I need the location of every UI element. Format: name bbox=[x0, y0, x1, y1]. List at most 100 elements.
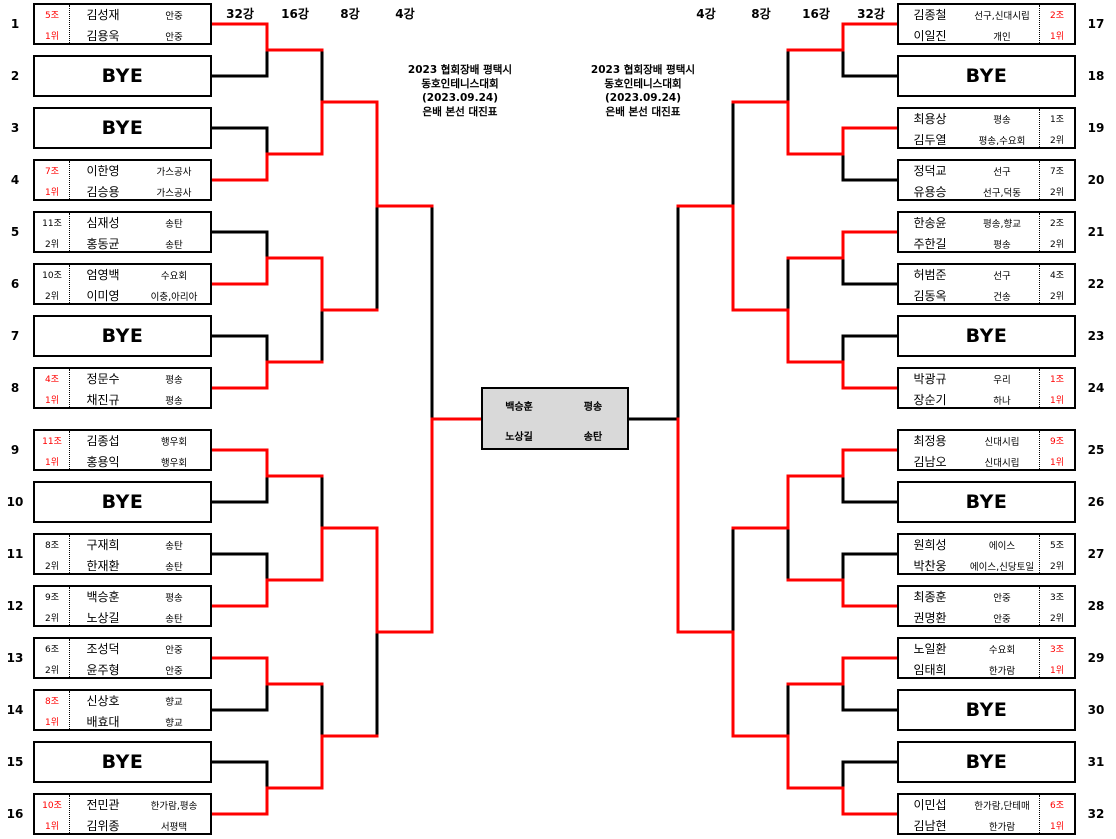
group-label: 2조 bbox=[1049, 11, 1064, 21]
player-club: 서평택 bbox=[160, 822, 188, 833]
player-club: 평송 bbox=[993, 115, 1011, 126]
bye-slot: BYE bbox=[897, 689, 1076, 731]
player-name: 노상길 bbox=[86, 611, 120, 625]
rank-label: 2위 bbox=[44, 666, 59, 676]
round-label-left-8: 8강 bbox=[340, 7, 360, 21]
group-label: 1조 bbox=[1049, 375, 1064, 385]
slot-number: 30 bbox=[1087, 703, 1105, 717]
slot-number: 6 bbox=[10, 277, 20, 291]
player-name: 정문수 bbox=[86, 372, 120, 386]
player-name: 최정용 bbox=[913, 434, 947, 448]
player-club: 개인 bbox=[993, 32, 1011, 43]
slot-number: 19 bbox=[1087, 121, 1105, 135]
group-label: 2조 bbox=[1049, 219, 1064, 229]
group-label: 4조 bbox=[44, 375, 59, 385]
title-line: 동호인테니스대회 bbox=[421, 78, 499, 90]
player-name: 조성덕 bbox=[86, 642, 120, 656]
title-line: 2023 협회장배 평택시 bbox=[407, 64, 513, 76]
slot-number: 22 bbox=[1087, 277, 1105, 291]
group-label: 1조 bbox=[1049, 115, 1064, 125]
title-line: 은배 본선 대진표 bbox=[605, 106, 681, 118]
slot-number: 5 bbox=[10, 225, 20, 239]
group-label: 11조 bbox=[42, 437, 62, 447]
round-label-left-16: 16강 bbox=[281, 7, 309, 21]
tournament-title-right: 2023 협회장배 평택시 동호인테니스대회 (2023.09.24) 은배 본… bbox=[553, 63, 733, 119]
player-club: 선구 bbox=[993, 271, 1011, 282]
player-club: 송탄 bbox=[165, 541, 183, 552]
seed-column: 4조 2위 bbox=[1039, 265, 1074, 303]
player-name: 김용욱 bbox=[86, 29, 120, 43]
player-club: 송탄 bbox=[165, 240, 183, 251]
group-label: 8조 bbox=[44, 541, 59, 551]
player-name: 이민섭 bbox=[913, 798, 947, 812]
round-label-right-16: 16강 bbox=[802, 7, 830, 21]
player-name: 이일진 bbox=[913, 29, 947, 43]
player-name: 유용승 bbox=[913, 185, 947, 199]
player-name: 이한영 bbox=[86, 164, 120, 178]
player-name: 주한길 bbox=[913, 237, 947, 251]
player-club: 에이스 bbox=[988, 541, 1016, 552]
rank-label: 2위 bbox=[1049, 240, 1064, 250]
bye-slot: BYE bbox=[33, 107, 212, 149]
round-label-left-32: 32강 bbox=[226, 7, 254, 21]
group-label: 3조 bbox=[1049, 593, 1064, 603]
player-name: 박광규 bbox=[913, 372, 947, 386]
rank-label: 1위 bbox=[44, 718, 59, 728]
seed-column: 2조 2위 bbox=[1039, 213, 1074, 251]
slot-number: 8 bbox=[10, 381, 20, 395]
round-label-right-8: 8강 bbox=[751, 7, 771, 21]
group-label: 10조 bbox=[42, 801, 62, 811]
player-club: 선구 bbox=[993, 167, 1011, 178]
player-name: 김두열 bbox=[913, 133, 947, 147]
group-label: 6조 bbox=[44, 645, 59, 655]
slot-number: 13 bbox=[6, 651, 24, 665]
player-club: 평송 bbox=[165, 375, 183, 386]
player-name: 원희성 bbox=[913, 538, 947, 552]
slot-number: 18 bbox=[1087, 69, 1105, 83]
title-line: 은배 본선 대진표 bbox=[422, 106, 498, 118]
player-club: 평송 bbox=[993, 240, 1011, 251]
rank-label: 2위 bbox=[1049, 292, 1064, 302]
player-name: 김남현 bbox=[913, 819, 947, 833]
player-club: 안중 bbox=[993, 614, 1011, 625]
player-name: 배효대 bbox=[86, 715, 120, 729]
group-label: 4조 bbox=[1049, 271, 1064, 281]
player-club: 행우회 bbox=[160, 437, 188, 448]
player-club: 이충,아리아 bbox=[150, 292, 198, 303]
player-name: 임태희 bbox=[913, 663, 947, 677]
player-club: 한가람 bbox=[988, 666, 1016, 677]
title-line: 동호인테니스대회 bbox=[604, 78, 682, 90]
player-club: 수요회 bbox=[988, 645, 1016, 656]
player-club: 안중 bbox=[165, 645, 183, 656]
rank-label: 2위 bbox=[44, 562, 59, 572]
title-line: (2023.09.24) bbox=[604, 92, 682, 104]
slot-number: 29 bbox=[1087, 651, 1105, 665]
player-name: 김위종 bbox=[86, 819, 120, 833]
player-club: 안중 bbox=[993, 593, 1011, 604]
slot-number: 26 bbox=[1087, 495, 1105, 509]
player-name: 홍동균 bbox=[86, 237, 120, 251]
